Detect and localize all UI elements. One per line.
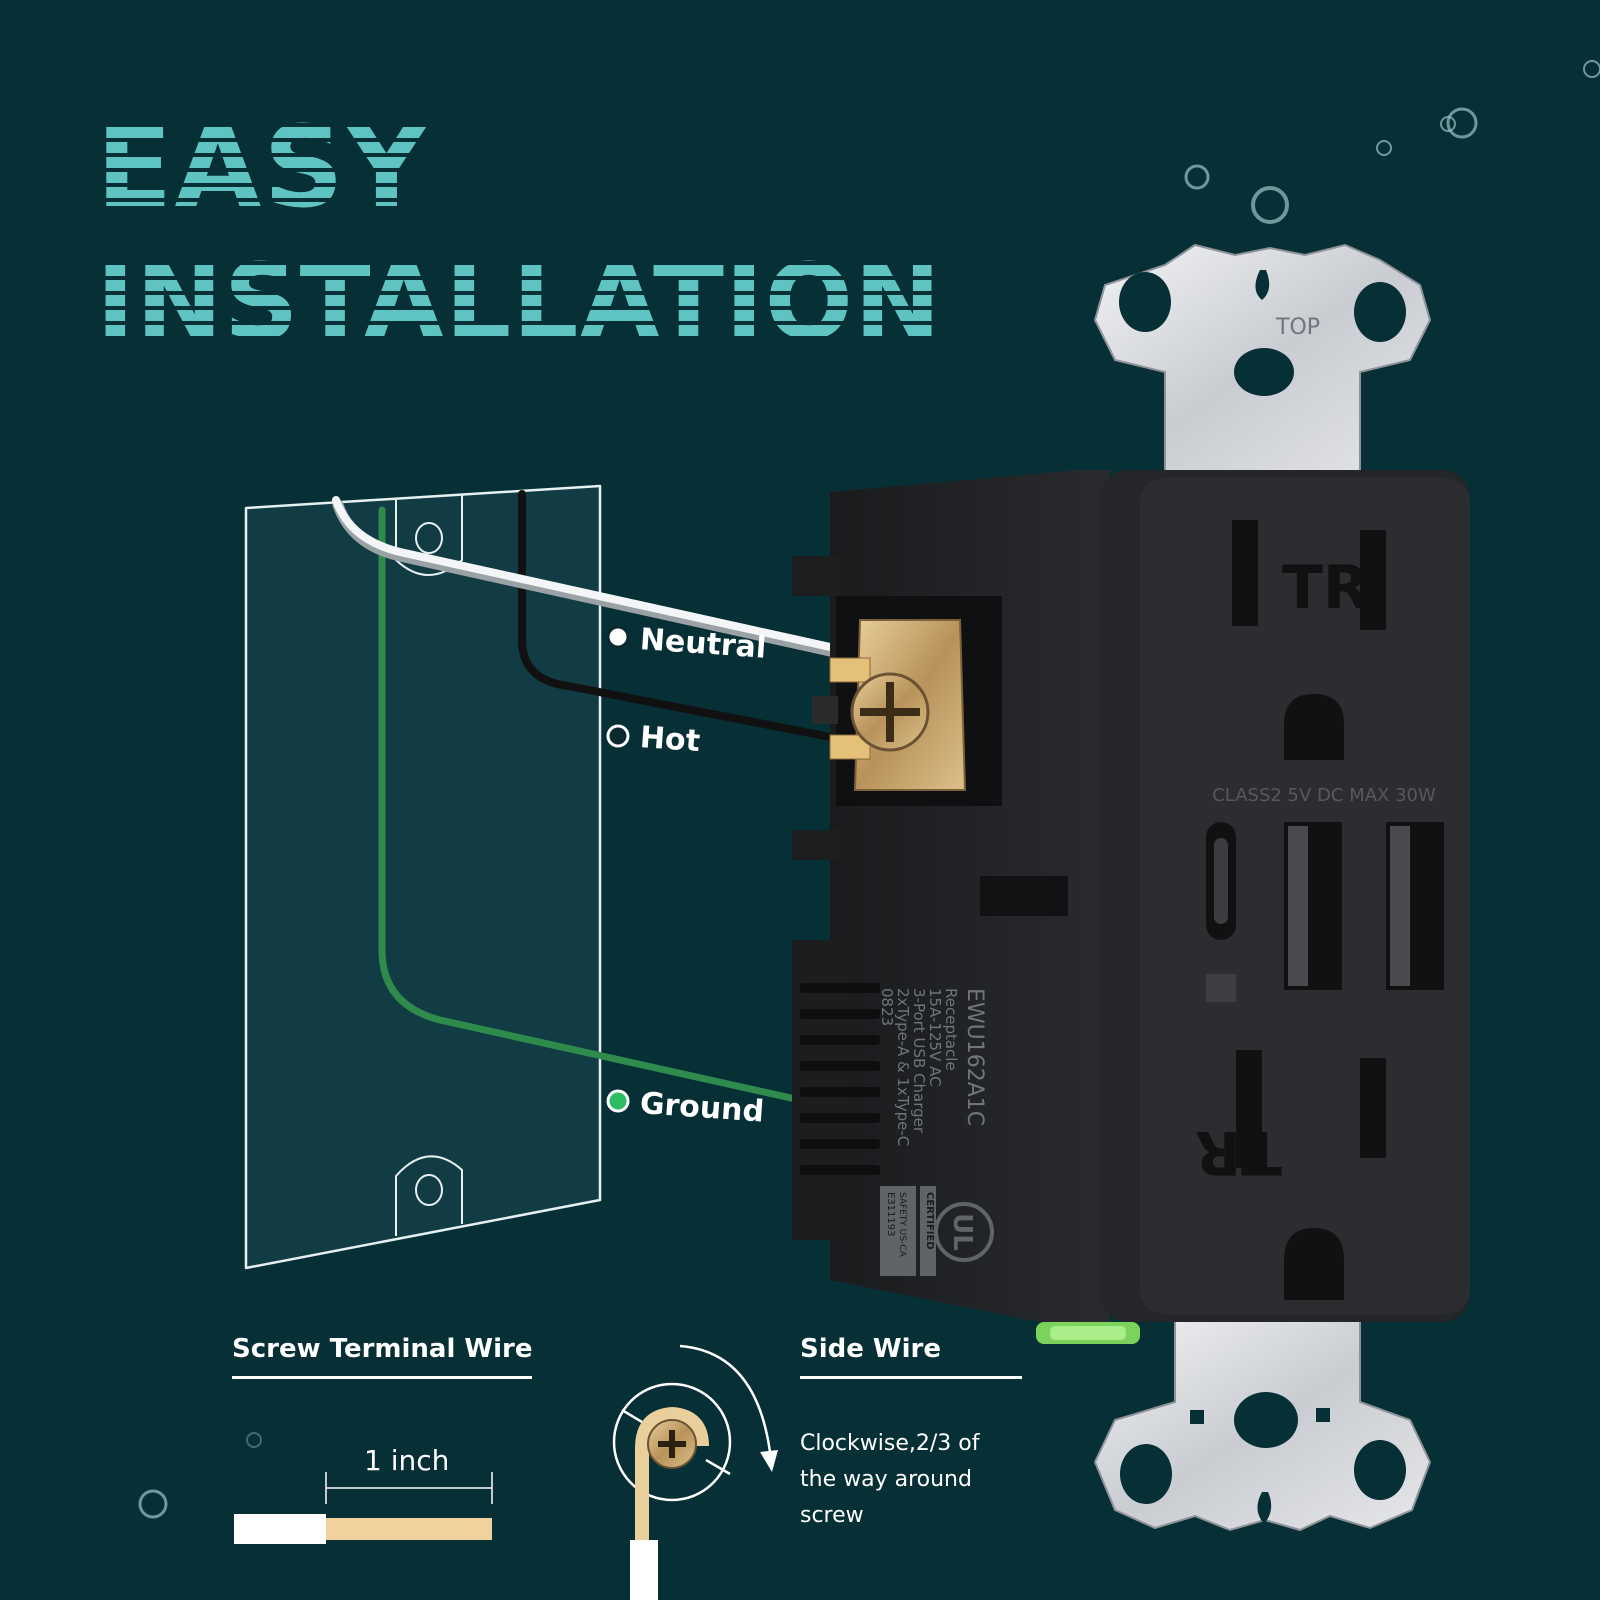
slot-left-bottom	[1236, 1050, 1262, 1168]
hot-wire	[518, 490, 850, 744]
hot-label: Hot	[638, 720, 702, 760]
slot-left-top	[1232, 520, 1258, 626]
top-mark: TOP	[1275, 315, 1320, 340]
ground-dot	[606, 1089, 630, 1113]
wire-insulation	[234, 1514, 326, 1544]
hot-dot	[606, 724, 630, 748]
plate-hole-top	[415, 522, 443, 554]
headline-easy: EASY	[96, 103, 429, 233]
strap-hole-center	[1234, 348, 1294, 396]
tr-mark-top: TR	[1282, 553, 1369, 623]
ground-screw-icon	[1036, 1322, 1140, 1344]
cert-line: E311193	[885, 1192, 896, 1237]
status-led	[1206, 974, 1236, 1002]
bubble	[138, 1489, 168, 1519]
bubble	[1583, 60, 1600, 78]
side-wire-diagram	[612, 1344, 778, 1600]
ground-hole-bottom	[1284, 1228, 1344, 1300]
plate-hole-bottom	[415, 1174, 443, 1206]
label-line: Receptacle	[942, 988, 960, 1071]
slot-right-bottom	[1360, 1058, 1386, 1158]
cert-line: CERTIFIED	[924, 1192, 935, 1250]
side-wire-title: Side Wire	[800, 1334, 1022, 1379]
clockwise-arrow-icon	[679, 1344, 772, 1453]
ground-wire	[378, 506, 804, 1104]
strap-hole-left	[1119, 272, 1171, 332]
outlet-side-body: EWU162A1C Receptacle 15A-125V AC 3-Port …	[792, 470, 1140, 1344]
side-wire-instruction: Clockwise,2/3 of the way around screw	[800, 1431, 980, 1528]
headline-installation: INSTALLATION	[96, 241, 943, 363]
strap-hole-right	[1354, 282, 1406, 342]
bubble	[246, 1432, 262, 1448]
mounting-strap-top: TOP	[1093, 243, 1432, 481]
side-vents	[800, 983, 880, 1175]
wire-strip-diagram	[234, 1472, 493, 1544]
label-line: 15A-125V AC	[926, 988, 944, 1087]
strip-length-label: 1 inch	[364, 1444, 450, 1477]
terminal-screw-icon	[850, 672, 930, 752]
usb-rating: CLASS2 5V DC MAX 30W	[1212, 785, 1436, 806]
wall-box-plate	[244, 484, 602, 1270]
bubble	[1251, 186, 1289, 224]
label-line: 0823	[878, 988, 896, 1026]
mounting-strap-bottom	[1093, 1319, 1432, 1532]
tr-mark-bottom: TR	[1195, 1117, 1282, 1187]
neutral-wire	[332, 496, 884, 662]
cert-badge: SAFETY US-CA E311193 CERTIFIED UL	[880, 1186, 994, 1276]
model-label: EWU162A1C Receptacle 15A-125V AC 3-Port …	[878, 988, 987, 1146]
ul-logo-text: UL	[947, 1213, 977, 1251]
neutral-dot	[606, 625, 630, 649]
cert-line: SAFETY US-CA	[897, 1192, 907, 1258]
wires	[332, 490, 886, 1104]
model-number: EWU162A1C	[962, 988, 987, 1126]
bubble	[1446, 107, 1478, 139]
bubble	[1376, 140, 1392, 156]
label-line: 2xType-A & 1xType-C	[894, 988, 912, 1146]
bubble	[1184, 164, 1210, 190]
stripped-conductor	[326, 1518, 492, 1540]
label-line: 3-Port USB Charger	[910, 988, 928, 1134]
ground-hole-top	[1284, 694, 1344, 760]
bubble	[1440, 116, 1456, 132]
slot-right-top	[1360, 530, 1386, 630]
bubbles	[138, 60, 1600, 1519]
outlet-face: TR CLASS2 5V DC MAX 30W TR	[1100, 470, 1470, 1322]
screw-terminal-title: Screw Terminal Wire	[232, 1334, 532, 1379]
ul-logo	[934, 1202, 994, 1262]
